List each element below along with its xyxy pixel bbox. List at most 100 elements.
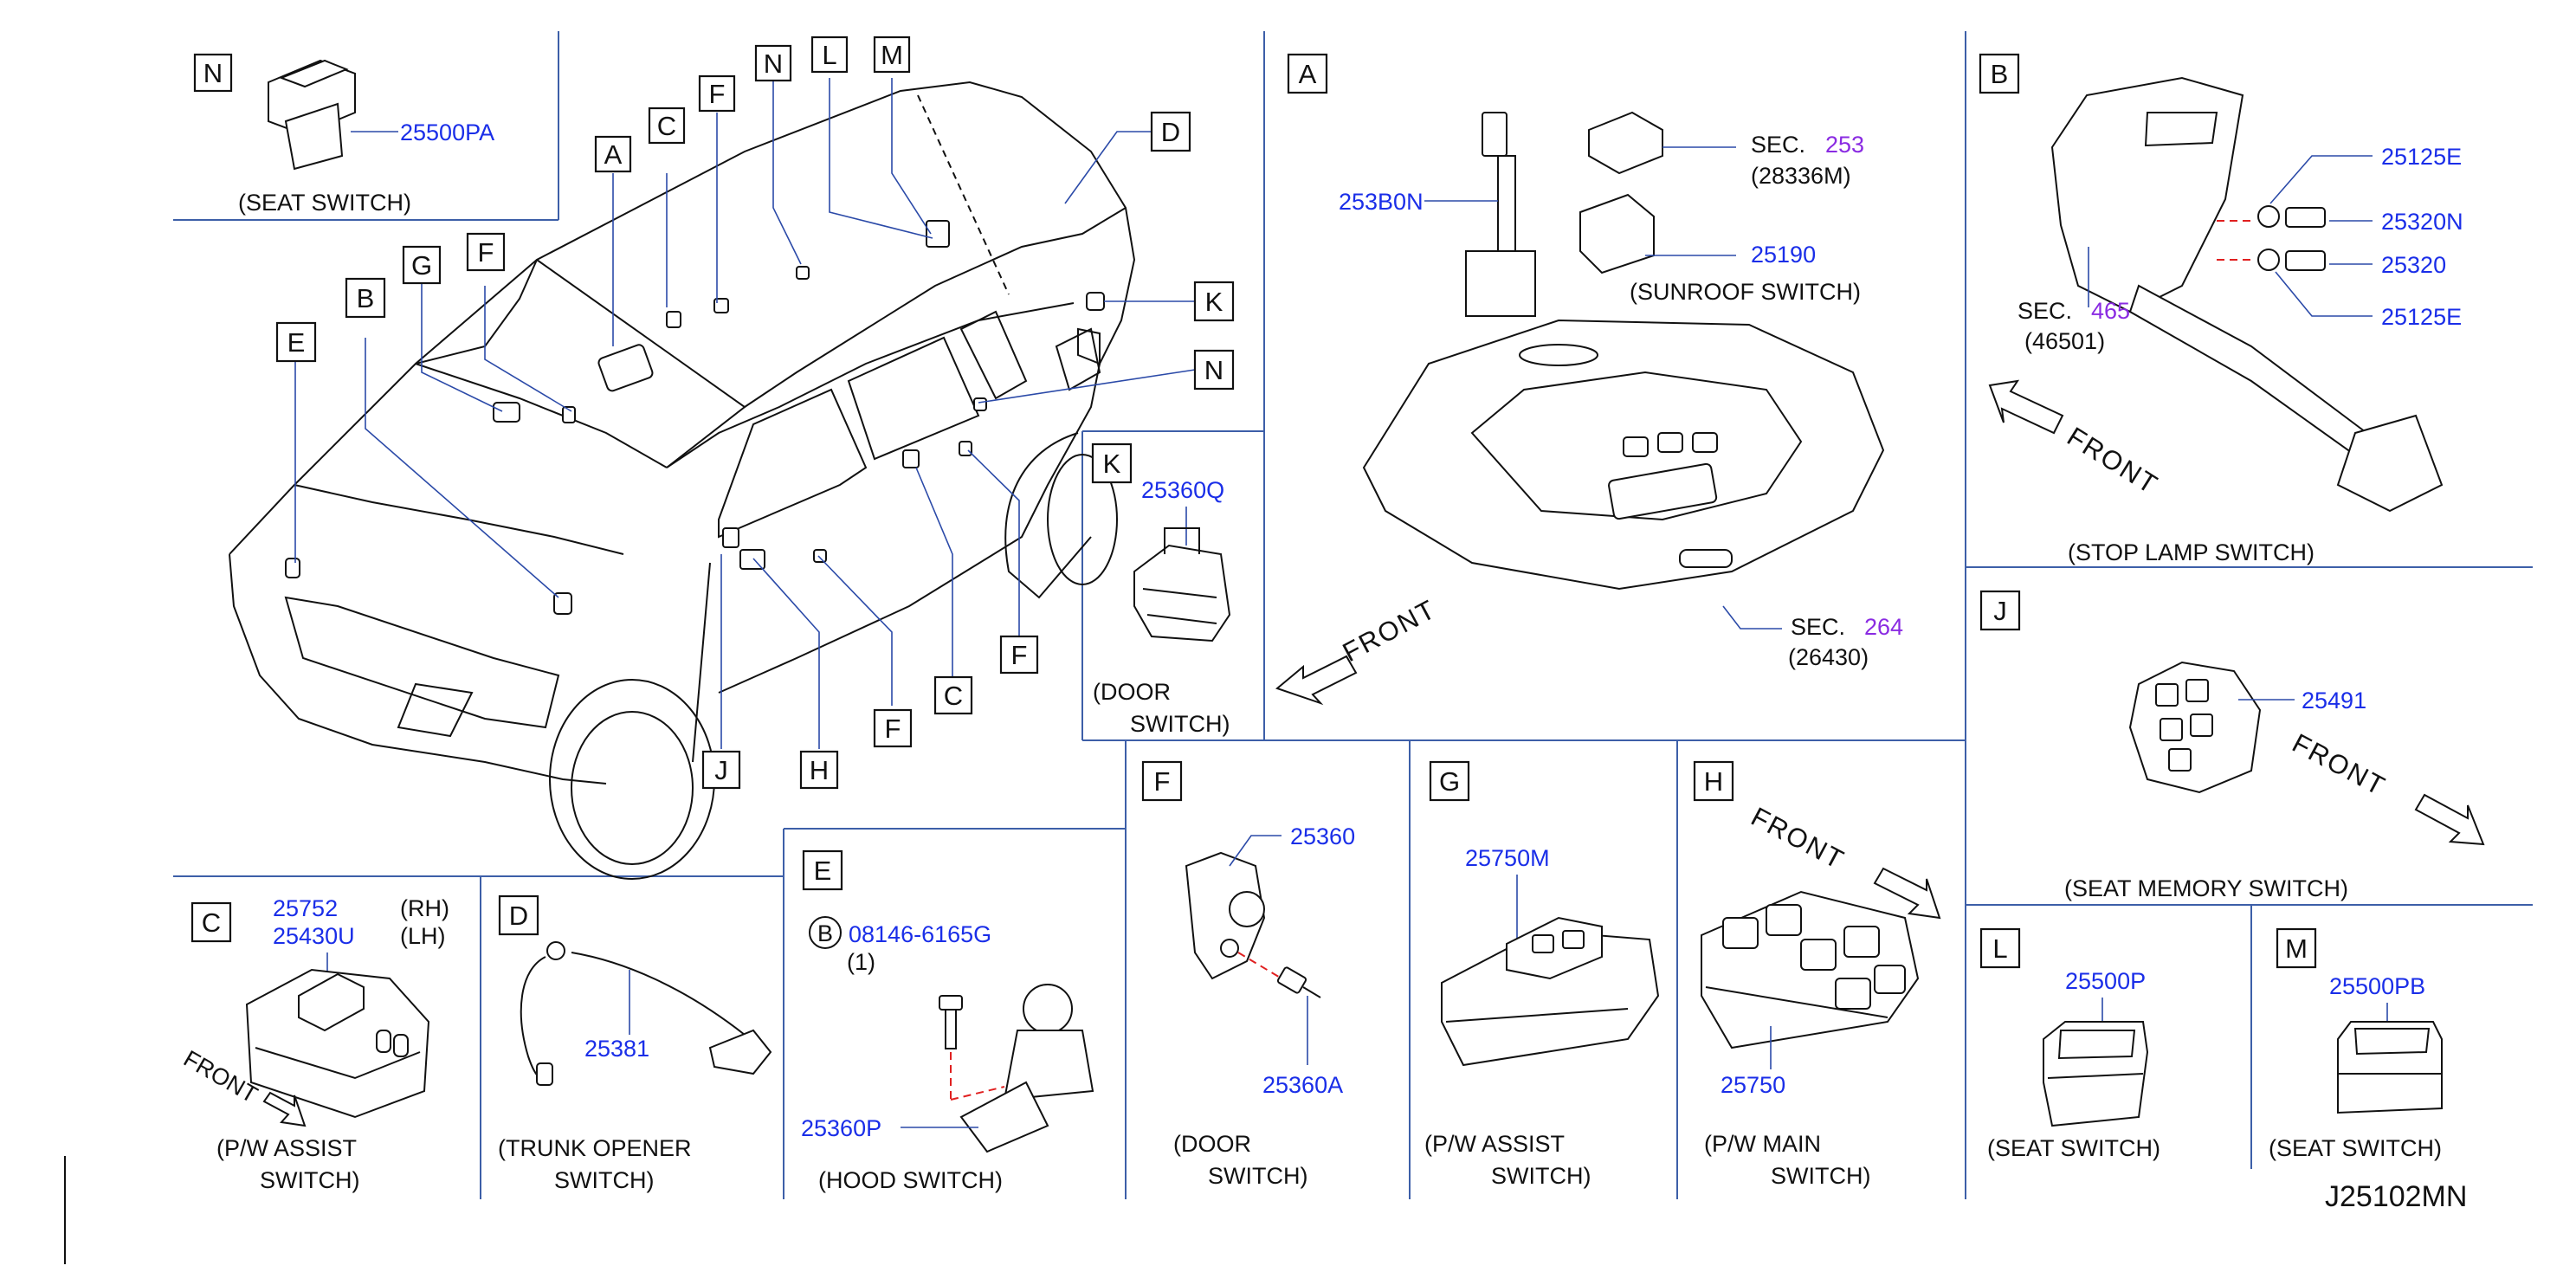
section-letter-n: N: [203, 58, 223, 88]
section-h-pw-main-switch: H FRONT 25750 (P/W MAIN SWITCH): [1693, 760, 1941, 1189]
part-25500pa: 25500PA: [400, 119, 494, 145]
part-25750m: 25750M: [1465, 845, 1550, 871]
part-25360q: 25360Q: [1141, 477, 1224, 503]
caption-pw-assist-g-1: (P/W ASSIST: [1424, 1131, 1565, 1157]
part-25491: 25491: [2302, 688, 2366, 714]
sec-465-num: 465: [2091, 298, 2130, 324]
part-25125e-top: 25125E: [2381, 144, 2462, 170]
bolt-mark-b: B: [817, 920, 833, 946]
callout-c: C: [657, 111, 676, 141]
callout-f4: F: [885, 714, 901, 744]
section-letter-m: M: [2285, 933, 2308, 964]
seat-switch-n-drawing: [268, 59, 356, 171]
callout-b: B: [357, 283, 375, 313]
callout-f: F: [709, 79, 726, 109]
callout-a: A: [604, 139, 623, 170]
sec-253-num: 253: [1825, 132, 1864, 158]
section-letter-b: B: [1991, 59, 2009, 89]
caption-seat-switch-m: (SEAT SWITCH): [2269, 1135, 2442, 1161]
part-25320: 25320: [2381, 252, 2446, 278]
vehicle-callouts: N L M A C F D G F B E K N C F J H F: [275, 36, 1235, 790]
door-switch-k-drawing: [1133, 527, 1231, 642]
part-25381: 25381: [584, 1036, 649, 1062]
vehicle-leader-lines: [294, 78, 1196, 749]
seat-switch-l-drawing: [2043, 1021, 2149, 1127]
section-letter-l: L: [1992, 933, 2007, 964]
front-label-a: FRONT: [1338, 593, 1442, 668]
part-25360: 25360: [1290, 823, 1355, 849]
callout-h: H: [810, 755, 829, 785]
front-label-b: FRONT: [2062, 421, 2164, 500]
caption-sunroof-switch: (SUNROOF SWITCH): [1630, 279, 1861, 305]
callout-m: M: [881, 40, 903, 70]
part-25190: 25190: [1751, 242, 1816, 268]
callout-k: K: [1205, 287, 1223, 317]
part-25500p: 25500P: [2065, 968, 2146, 994]
caption-pw-assist-c-2: SWITCH): [260, 1167, 359, 1193]
caption-door-switch-k-1: (DOOR: [1093, 679, 1171, 705]
section-letter-d: D: [509, 901, 528, 931]
part-25500pb: 25500PB: [2329, 973, 2425, 999]
part-25320n: 25320N: [2381, 209, 2463, 235]
section-j-seat-memory-switch: J 25491 FRONT (SEAT MEMORY SWITCH): [1979, 590, 2485, 901]
caption-seat-switch-n: (SEAT SWITCH): [238, 190, 411, 216]
callout-j: J: [714, 755, 728, 785]
panel-dividers: [64, 31, 2533, 1264]
caption-door-switch-k-2: SWITCH): [1130, 711, 1230, 737]
callout-f3: F: [1011, 640, 1028, 670]
caption-hood-switch: (HOOD SWITCH): [818, 1167, 1003, 1193]
section-letter-k: K: [1103, 449, 1121, 479]
sec-264-num: 264: [1864, 614, 1903, 640]
section-c-pw-assist-switch: C 25752 (RH) 25430U (LH) FRONT (P/W ASSI…: [179, 895, 449, 1193]
overhead-console-drawing: [1362, 319, 1885, 591]
pw-assist-switch-c-drawing: [245, 968, 430, 1119]
section-k-door-switch: K 25360Q (DOOR SWITCH): [1091, 442, 1231, 737]
caption-pw-main-2: SWITCH): [1771, 1163, 1870, 1189]
section-g-pw-assist-switch: G 25750M (P/W ASSIST SWITCH): [1424, 760, 1660, 1189]
part-25752: 25752: [273, 895, 338, 921]
caption-seat-memory-switch: (SEAT MEMORY SWITCH): [2064, 875, 2348, 901]
rh-label: (RH): [400, 895, 449, 921]
front-label-h: FRONT: [1746, 801, 1850, 875]
bolt-qty: (1): [847, 949, 875, 975]
section-letter-e: E: [814, 856, 832, 886]
section-l-seat-switch: L 25500P (SEAT SWITCH): [1979, 927, 2160, 1161]
part-25750: 25750: [1721, 1072, 1785, 1098]
sec-253-label: SEC.: [1751, 132, 1805, 158]
section-letter-a: A: [1299, 59, 1317, 89]
section-f-door-switch: F 25360 25360A (DOOR SWITCH): [1141, 760, 1355, 1189]
section-letter-f: F: [1154, 766, 1171, 797]
caption-pw-main-1: (P/W MAIN: [1704, 1131, 1821, 1157]
pw-main-switch-drawing: [1701, 890, 1920, 1049]
sec-465-label: SEC.: [2018, 298, 2072, 324]
sec-264-ref: (26430): [1788, 644, 1869, 670]
vehicle-illustration: [229, 81, 1136, 880]
callout-g: G: [411, 250, 432, 281]
seat-memory-switch-drawing: [2128, 661, 2262, 794]
callout-n2: N: [1204, 355, 1223, 385]
caption-trunk-opener-2: SWITCH): [554, 1167, 654, 1193]
hood-switch-drawing: [939, 984, 1094, 1153]
figure-code: J25102MN: [2325, 1180, 2467, 1213]
part-25430u: 25430U: [273, 923, 355, 949]
connector-drawing: [1588, 111, 1663, 175]
callout-d: D: [1161, 117, 1180, 147]
seat-switch-m-drawing: [2337, 1021, 2443, 1114]
front-arrow-b-icon: [1988, 379, 2064, 435]
part-25125e-bottom: 25125E: [2381, 304, 2462, 330]
harness-253b0n-drawing: [1465, 112, 1536, 317]
sec-465-ref: (46501): [2024, 328, 2105, 354]
section-d-trunk-opener-switch: D 25381 (TRUNK OPENER SWITCH): [498, 894, 772, 1193]
part-253b0n: 253B0N: [1339, 189, 1424, 215]
caption-trunk-opener-1: (TRUNK OPENER: [498, 1135, 692, 1161]
section-letter-g: G: [1439, 766, 1460, 797]
callout-n: N: [764, 48, 783, 79]
caption-pw-assist-g-2: SWITCH): [1491, 1163, 1591, 1189]
caption-door-switch-f-2: SWITCH): [1208, 1163, 1307, 1189]
callout-l: L: [822, 40, 836, 70]
callout-f2: F: [478, 237, 494, 268]
front-label-j: FRONT: [2288, 727, 2392, 802]
section-n-seat-switch: N 25500PA (SEAT SWITCH): [193, 53, 494, 216]
sunroof-switch-drawing: [1579, 193, 1655, 274]
